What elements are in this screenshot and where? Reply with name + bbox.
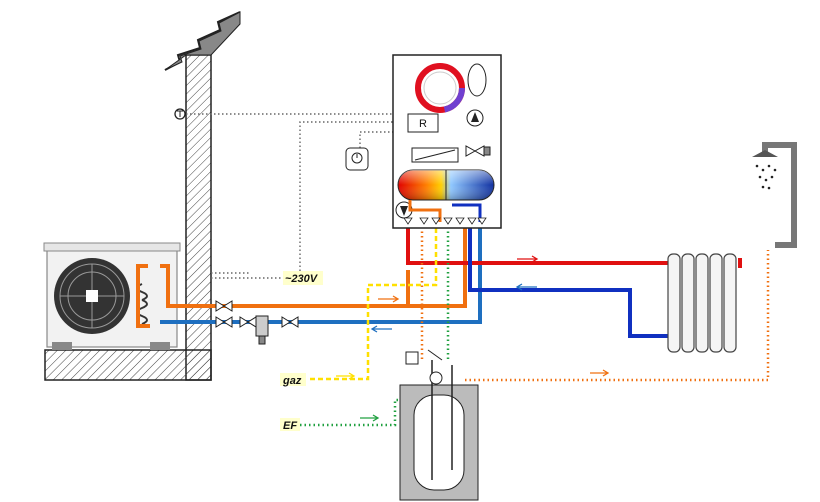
building-wall xyxy=(44,11,241,381)
gas-text: gaz xyxy=(282,375,302,387)
gas-label: gaz xyxy=(280,373,306,387)
shower-icon xyxy=(752,142,797,248)
regulator-box: R xyxy=(407,113,439,133)
thermostat-icon xyxy=(345,147,369,171)
heat-pump-orange-circuit xyxy=(136,222,467,328)
hot-water-line xyxy=(420,218,770,382)
cold-water-text: EF xyxy=(283,420,297,432)
flow-arrows xyxy=(336,255,610,422)
boiler-icon xyxy=(392,54,502,229)
gas-line xyxy=(310,222,438,381)
voltage-text: ~230V xyxy=(285,273,319,285)
cold-water-label: EF xyxy=(280,418,300,432)
heat-pump-icon xyxy=(43,242,181,350)
regulator-label: R xyxy=(419,118,427,130)
outdoor-sensor-icon xyxy=(174,108,186,120)
filter-icon xyxy=(255,315,269,345)
voltage-label: ~230V xyxy=(283,271,323,285)
radiator-icon xyxy=(667,253,742,353)
valves xyxy=(215,300,299,328)
water-tank-icon xyxy=(399,349,479,501)
